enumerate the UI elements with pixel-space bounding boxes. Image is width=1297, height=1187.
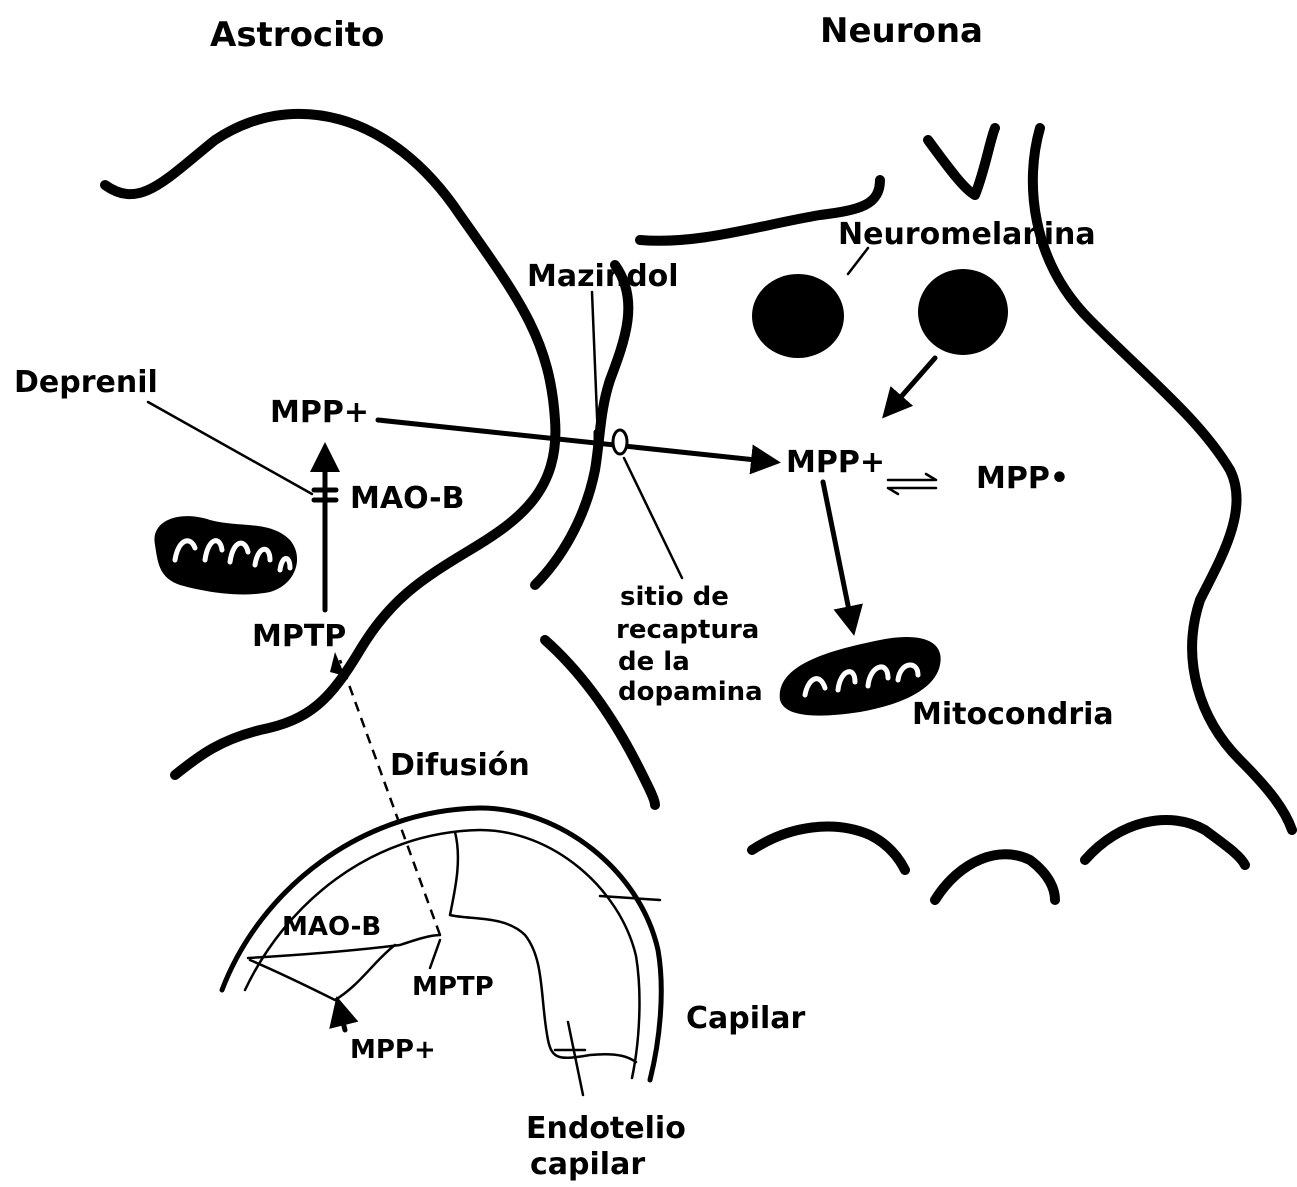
mazindol-pointer [592,292,598,440]
mpp-neuron-label: MPP+ [786,445,885,480]
mao-b-capillary-label: MAO-B [282,912,381,942]
neuron-dendrite-v [928,128,995,195]
mpp-radical-label: MPP• [976,461,1069,496]
neuron-heading: Neurona [820,11,983,51]
mazindol-label: Mazindol [527,259,679,294]
astrocyte-mitochondrion [154,516,297,594]
mao-b-astrocyte-label: MAO-B [350,481,464,516]
reuptake-site-pointer [624,458,682,578]
dopamine-reuptake-site [613,430,627,454]
diffusion-dashed-path [340,660,440,935]
endothelial-cell-border-1 [450,832,636,1062]
reuptake-label-line-3: de la [618,647,690,677]
neuron-bottom-arc-left [752,827,905,870]
reuptake-label-line-4: dopamina [618,677,763,707]
astrocyte-membrane-upper [105,114,555,775]
capillary-outer-wall [222,808,661,1080]
diffusion-label: Difusión [390,748,530,783]
neuromelanin-granule-right [918,269,1008,355]
astrocyte-heading: Astrocito [210,15,384,55]
neuron-left-membrane [535,265,628,585]
neuron-bottom-arc-right [1085,820,1245,865]
diffusion-arrowhead [330,652,345,676]
mptp-capillary-pointer [430,940,440,968]
neuromelanin-label: Neuromelanina [838,217,1096,252]
reuptake-label-line-1: sitio de [620,582,729,612]
mpp-capillary-label: MPP+ [350,1035,436,1065]
neuron-bottom-arc-mid [935,854,1055,900]
neuromelanin-release-arrow [886,358,935,414]
endothelium-label-line-1: Endotelio [526,1111,686,1146]
mpp-transport-arrow [378,420,775,462]
mpp-to-mitochondrion-arrow [823,482,853,630]
reuptake-label-line-2: recaptura [616,615,759,645]
mitochondrion-label: Mitocondria [912,697,1114,732]
capillary-label: Capilar [686,1001,806,1036]
endothelium-label-line-2: capilar [530,1147,645,1182]
deprenil-label: Deprenil [14,365,158,400]
neuromelanin-granule-left [752,274,844,358]
mptp-astrocyte-label: MPTP [252,619,346,654]
mpp-astrocyte-label: MPP+ [270,395,369,430]
mpp-capillary-arrow [338,1002,345,1030]
mptp-capillary-label: MPTP [412,972,494,1002]
equilibrium-arrows [888,474,936,494]
